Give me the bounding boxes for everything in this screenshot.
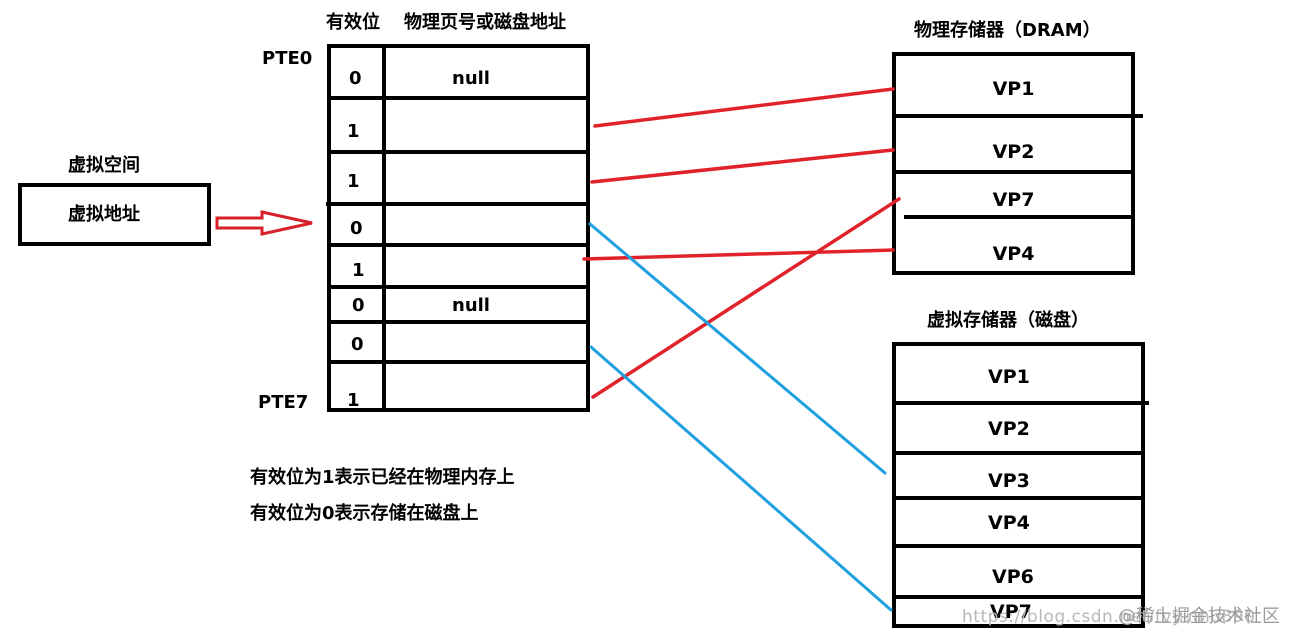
disk-title: 虚拟存储器（磁盘） [927,310,1089,331]
dram-page-vp1: VP1 [992,78,1035,100]
virtual-address-box: 虚拟地址 [18,183,211,246]
pte5-valid: 0 [352,295,365,316]
row-divider [331,285,586,289]
pte7-valid: 1 [347,390,360,411]
red-link-pte4-vp4 [582,248,895,261]
disk-divider [896,595,1141,599]
disk-page-vp6: VP6 [992,566,1034,588]
pte4-valid: 1 [352,260,365,281]
dram-page-vp2: VP2 [992,141,1035,163]
watermark-url: https://blog.csdn.net/fvyinhu890 [962,607,1256,627]
pte1-valid: 1 [347,121,360,142]
dram-divider [896,170,1131,174]
dram-title: 物理存储器（DRAM） [914,20,1101,41]
disk-page-vp4: VP4 [988,512,1030,534]
disk-divider [896,451,1141,455]
pte2-valid: 1 [347,171,360,192]
pte5-addr: null [452,295,490,316]
disk-page-vp7: VP7 [990,601,1032,623]
page-table: 0 null 1 1 0 1 0 null 0 1 [326,44,590,412]
red-link-pte2-vp2 [590,148,895,184]
disk-divider [896,401,1149,405]
disk-page-vp1: VP1 [988,366,1030,388]
dram-box: VP1 VP2 VP7 VP4 [892,52,1143,275]
watermark-brand: @稀土掘金技术社区 [1118,606,1280,627]
note-valid-0: 有效位为0表示存储在磁盘上 [250,503,479,524]
pte-first-label: PTE0 [262,48,313,69]
row-divider [331,320,586,324]
pte3-valid: 0 [350,218,363,239]
disk-box: VP1 VP2 VP3 VP4 VP6 VP7 [892,342,1149,628]
header-valid-bit: 有效位 [326,12,380,33]
note-valid-1: 有效位为1表示已经在物理内存上 [250,467,515,488]
row-divider [331,243,586,247]
pte0-valid: 0 [349,68,362,89]
dram-divider [896,114,1143,118]
row-divider [326,202,586,206]
dram-divider [904,215,1131,219]
red-link-pte7-vp7 [591,197,901,399]
disk-divider [896,544,1141,548]
page-table-column-divider [382,48,386,408]
dram-page-vp4: VP4 [992,243,1035,265]
disk-page-vp2: VP2 [988,418,1030,440]
pte6-valid: 0 [351,334,364,355]
disk-page-vp3: VP3 [988,470,1030,492]
disk-divider [896,496,1141,500]
virtual-address-label: 虚拟地址 [68,204,140,225]
virtual-space-title: 虚拟空间 [68,155,140,176]
blue-link-pte3-disk-vp3 [588,222,887,475]
row-divider [331,150,586,154]
row-divider [331,96,586,100]
blue-link-pte6-disk-vp7 [589,345,893,612]
row-divider [331,360,586,364]
header-physical-page-or-disk-address: 物理页号或磁盘地址 [404,12,566,33]
dram-page-vp7: VP7 [992,189,1035,211]
red-link-pte1-vp1 [593,87,895,128]
pte0-addr: null [452,68,490,89]
pte-last-label: PTE7 [258,392,309,413]
